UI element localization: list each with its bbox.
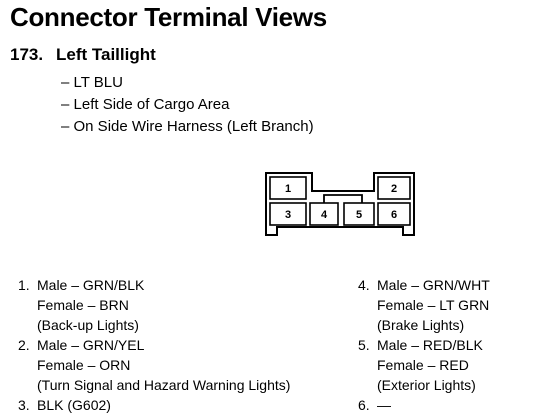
pin-wire: BLK (G602)	[37, 397, 111, 413]
pin-entry-6: 6. —	[358, 395, 490, 415]
pin-female-wire: Female – ORN	[37, 357, 131, 373]
pin-circuit: (Brake Lights)	[377, 317, 465, 333]
cavity-3: 3	[269, 202, 307, 226]
pin-entry-1: 1. Male – GRN/BLK Female – BRN (Back-up …	[18, 275, 290, 335]
pin-male-wire: Male – GRN/BLK	[37, 277, 145, 293]
connector-diagram: 1 2 3 4 5 6	[265, 172, 415, 236]
cavity-label-1: 1	[285, 183, 291, 195]
pin-number: 6.	[358, 397, 370, 413]
pin-number: 2.	[18, 337, 30, 353]
cavity-label-5: 5	[356, 209, 362, 221]
pin-female-wire: Female – LT GRN	[377, 297, 490, 313]
connector-harness: – On Side Wire Harness (Left Branch)	[61, 118, 314, 135]
pin-circuit: (Turn Signal and Hazard Warning Lights)	[37, 377, 291, 393]
connector-details: – LT BLU – Left Side of Cargo Area – On …	[61, 72, 314, 138]
pin-wire: —	[377, 397, 391, 413]
pin-female-wire: Female – RED	[377, 357, 469, 373]
pin-male-wire: Male – GRN/WHT	[377, 277, 490, 293]
pin-circuit: (Back-up Lights)	[37, 317, 139, 333]
pin-entry-2: 2. Male – GRN/YEL Female – ORN (Turn Sig…	[18, 335, 290, 395]
pin-number: 5.	[358, 337, 370, 353]
cavity-label-2: 2	[391, 183, 397, 195]
cavity-2: 2	[377, 176, 411, 200]
cavity-6: 6	[377, 202, 411, 226]
cavity-label-4: 4	[321, 209, 328, 221]
pin-entry-3: 3. BLK (G602)	[18, 395, 290, 415]
cavity-5: 5	[343, 202, 375, 226]
pin-entry-4: 4. Male – GRN/WHT Female – LT GRN (Brake…	[358, 275, 490, 335]
section-name: Left Taillight	[56, 45, 156, 64]
connector-color: – LT BLU	[61, 74, 123, 91]
pin-female-wire: Female – BRN	[37, 297, 129, 313]
cavity-1: 1	[269, 176, 307, 200]
pin-list-left: 1. Male – GRN/BLK Female – BRN (Back-up …	[18, 275, 290, 415]
cavity-4: 4	[309, 202, 339, 226]
pin-male-wire: Male – RED/BLK	[377, 337, 483, 353]
cavity-label-6: 6	[391, 209, 397, 221]
section-number: 173.	[10, 45, 44, 64]
pin-entry-5: 5. Male – RED/BLK Female – RED (Exterior…	[358, 335, 490, 395]
pin-number: 4.	[358, 277, 370, 293]
pin-number: 3.	[18, 397, 30, 413]
connector-location: – Left Side of Cargo Area	[61, 96, 230, 113]
pin-number: 1.	[18, 277, 30, 293]
cavity-label-3: 3	[285, 209, 291, 221]
connector-housing	[265, 172, 415, 236]
pin-list-right: 4. Male – GRN/WHT Female – LT GRN (Brake…	[358, 275, 490, 415]
page-title: Connector Terminal Views	[10, 2, 327, 32]
pin-circuit: (Exterior Lights)	[377, 377, 476, 393]
connector-lock-tab	[323, 194, 363, 203]
pin-male-wire: Male – GRN/YEL	[37, 337, 145, 353]
section-heading: 173. Left Taillight	[10, 45, 156, 65]
